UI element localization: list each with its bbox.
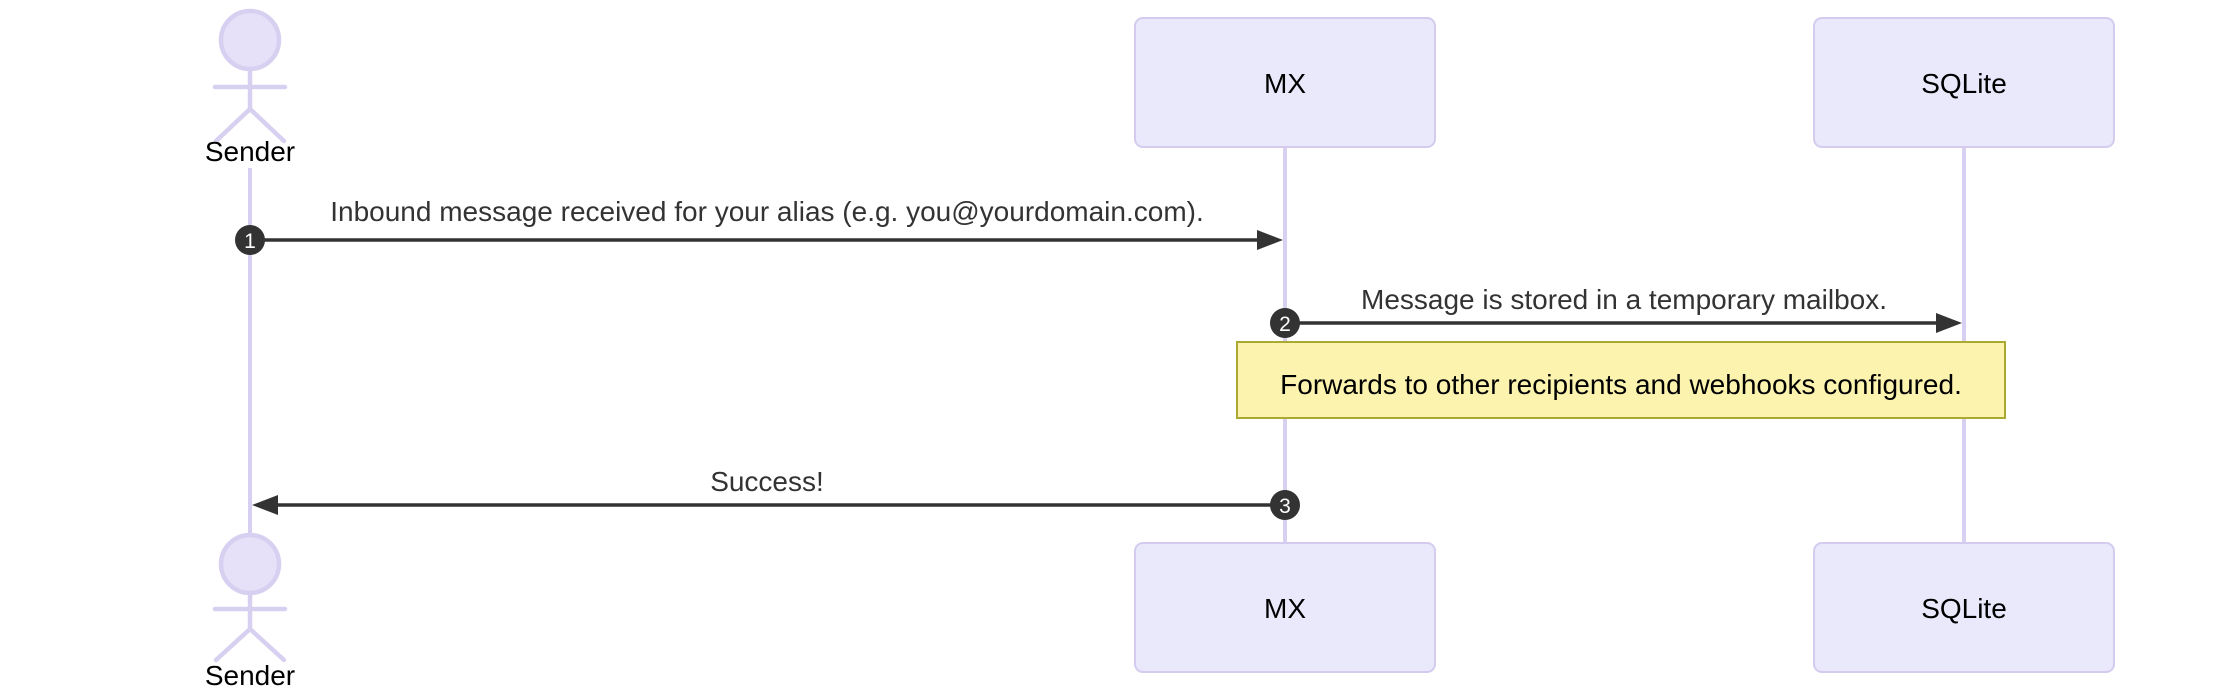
message-2: Message is stored in a temporary mailbox… [1270, 284, 1962, 338]
actor-label-sender-top: Sender [205, 136, 295, 167]
participant-sqlite-top: SQLite [1813, 17, 2115, 148]
message-1-seq-number: 1 [244, 230, 256, 253]
participant-box-sqlite-bottom [1813, 542, 2115, 673]
message-1-seq-badge [235, 225, 265, 255]
note-box [1236, 341, 2006, 419]
note-over-mx-sqlite: Forwards to other recipients and webhook… [1236, 341, 2006, 419]
actor-label-sender-bottom: Sender [205, 660, 295, 691]
note-text: Forwards to other recipients and webhook… [1280, 369, 1962, 400]
message-3-text: Success! [710, 466, 824, 497]
actor-sender-top: Sender [205, 8, 295, 167]
participant-label-sqlite-top: SQLite [1921, 68, 2007, 99]
actor-leg-right-icon [247, 106, 287, 144]
message-3-arrowhead-left-icon [252, 495, 278, 515]
message-3-seq-badge [1270, 490, 1300, 520]
participant-mx-bottom: MX [1134, 542, 1436, 673]
actor-head-icon [218, 8, 282, 72]
participant-mx-top: MX [1134, 17, 1436, 148]
message-3-seq-number: 3 [1279, 495, 1291, 518]
message-2-arrowhead-right-icon [1936, 313, 1962, 333]
actor-leg-right-icon [247, 626, 287, 663]
message-2-seq-number: 2 [1279, 313, 1291, 336]
participant-sqlite-bottom: SQLite [1813, 542, 2115, 673]
participant-label-sqlite-bottom: SQLite [1921, 593, 2007, 624]
message-3: Success! 3 [252, 466, 1300, 520]
participant-label-mx-bottom: MX [1264, 593, 1306, 624]
actor-sender-bottom: Sender [205, 532, 295, 691]
participant-box-mx-bottom [1134, 542, 1436, 673]
message-2-text: Message is stored in a temporary mailbox… [1361, 284, 1887, 315]
participant-label-mx-top: MX [1264, 68, 1306, 99]
message-1-text: Inbound message received for your alias … [330, 196, 1204, 227]
message-1-arrowhead-right-icon [1257, 230, 1283, 250]
message-1: Inbound message received for your alias … [235, 196, 1283, 255]
participant-box-mx-top [1134, 17, 1436, 148]
message-2-seq-badge [1270, 308, 1300, 338]
actor-leg-left-icon [213, 106, 253, 144]
actor-leg-left-icon [213, 626, 253, 663]
participant-box-sqlite-top [1813, 17, 2115, 148]
actor-head-icon [218, 532, 282, 596]
